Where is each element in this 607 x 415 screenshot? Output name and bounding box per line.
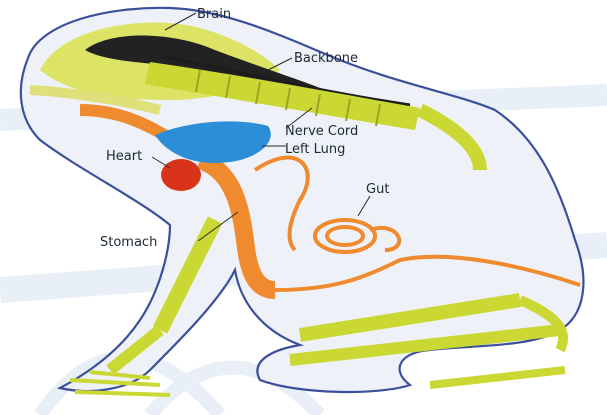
label-heart: Heart — [106, 149, 142, 164]
label-gut: Gut — [366, 182, 389, 197]
label-stomach: Stomach — [100, 235, 157, 250]
label-brain: Brain — [197, 7, 231, 22]
heart — [161, 159, 201, 191]
label-nerve-cord: Nerve Cord — [285, 124, 358, 139]
label-backbone: Backbone — [294, 51, 358, 66]
label-left-lung: Left Lung — [285, 142, 345, 157]
